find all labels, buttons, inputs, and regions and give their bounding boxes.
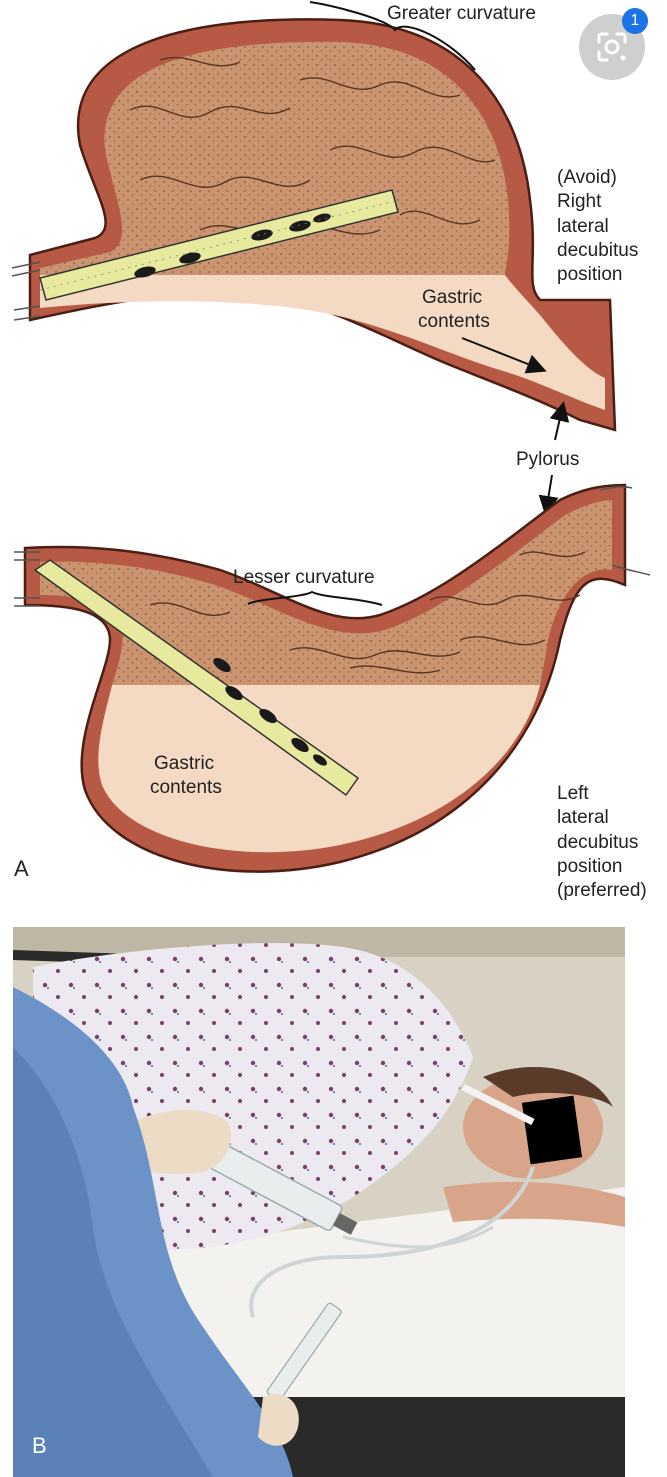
lesser-curvature-bracket <box>247 590 383 606</box>
greater-curvature-bracket <box>309 1 476 71</box>
panel-a-label: A <box>14 856 29 881</box>
preferred-position-line: position <box>557 855 623 877</box>
notification-badge: 1 <box>622 8 648 34</box>
privacy-bar <box>521 1095 583 1165</box>
gastric-contents-line: Gastric <box>154 753 215 774</box>
avoid-position-line: position <box>557 264 623 286</box>
pylorus-arrow-up <box>549 401 570 441</box>
gastric-contents-top-label: Gastric contents <box>418 286 490 335</box>
pylorus-label: Pylorus <box>516 449 580 470</box>
google-lens-icon <box>597 32 627 62</box>
gastric-contents-line: Gastric <box>422 287 483 308</box>
top-gastric-tube <box>39 189 399 301</box>
bottom-rugae <box>149 551 586 674</box>
lesser-curvature-label: Lesser curvature <box>233 567 375 588</box>
avoid-position-line: (Avoid) <box>557 167 617 188</box>
preferred-position-line: lateral <box>557 807 609 829</box>
gastric-contents-line: contents <box>150 777 222 799</box>
avoid-position-line: Right <box>557 191 602 213</box>
bottom-esophagus <box>14 551 40 607</box>
bottom-gastric-tube <box>33 559 360 797</box>
patient-photo-illustration <box>13 927 625 1477</box>
preferred-position-line: Left <box>557 783 589 804</box>
avoid-position-line: decubitus <box>557 239 639 261</box>
panel-b-label: B <box>32 1433 47 1458</box>
pylorus-arrow-down <box>538 474 559 516</box>
gastric-contents-bottom-label: Gastric contents <box>150 752 222 801</box>
top-contents-arrow <box>461 337 547 374</box>
preferred-position-line: (preferred) <box>557 880 647 902</box>
stomach-diagram <box>11 1 651 873</box>
top-stomach-mucosa <box>40 41 510 276</box>
top-esophagus <box>11 261 41 321</box>
gastric-contents-line: contents <box>418 311 490 333</box>
preferred-position-label: Left lateral decubitus position (preferr… <box>557 782 647 904</box>
avoid-position-label: (Avoid) Right lateral decubitus position <box>557 166 638 288</box>
patient-photo <box>13 927 625 1477</box>
bottom-stomach-mucosa <box>40 500 612 685</box>
avoid-position-line: lateral <box>557 215 609 237</box>
preferred-position-line: decubitus <box>557 831 639 853</box>
top-gastric-contents <box>40 275 605 410</box>
bottom-duodenum <box>599 485 651 576</box>
greater-curvature-label: Greater curvature <box>387 3 536 24</box>
